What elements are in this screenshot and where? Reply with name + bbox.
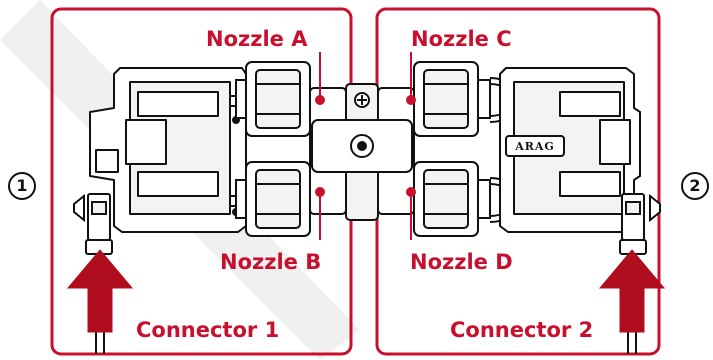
nozzle-a-cap xyxy=(235,61,311,137)
right-valve-body: ARAG xyxy=(499,67,641,233)
pointer-dot-icon xyxy=(315,95,325,105)
nozzle-d-label: Nozzle D xyxy=(410,250,513,274)
brand-logo: ARAG xyxy=(514,140,555,153)
step-number-2: 2 xyxy=(681,172,709,200)
nozzle-d-cap xyxy=(413,161,491,237)
arrow-up-icon xyxy=(66,249,134,333)
connector-1-label: Connector 1 xyxy=(136,318,280,342)
pointer-dot-icon xyxy=(406,187,416,197)
connector-plug-icon xyxy=(619,193,661,354)
nozzle-pointers xyxy=(315,52,416,240)
nozzle-c-label: Nozzle C xyxy=(411,27,512,51)
pointer-dot-icon xyxy=(406,95,416,105)
nozzle-b-cap xyxy=(235,161,311,237)
pointer-dot-icon xyxy=(315,187,325,197)
arrow-up-icon xyxy=(598,249,666,333)
left-valve-body xyxy=(89,67,247,233)
step-number-1: 1 xyxy=(8,172,36,200)
nozzle-a-label: Nozzle A xyxy=(206,27,308,51)
connector-2-label: Connector 2 xyxy=(450,318,594,342)
nozzle-c-cap xyxy=(413,61,491,137)
nozzle-b-label: Nozzle B xyxy=(220,250,322,274)
center-coupling xyxy=(309,83,415,221)
